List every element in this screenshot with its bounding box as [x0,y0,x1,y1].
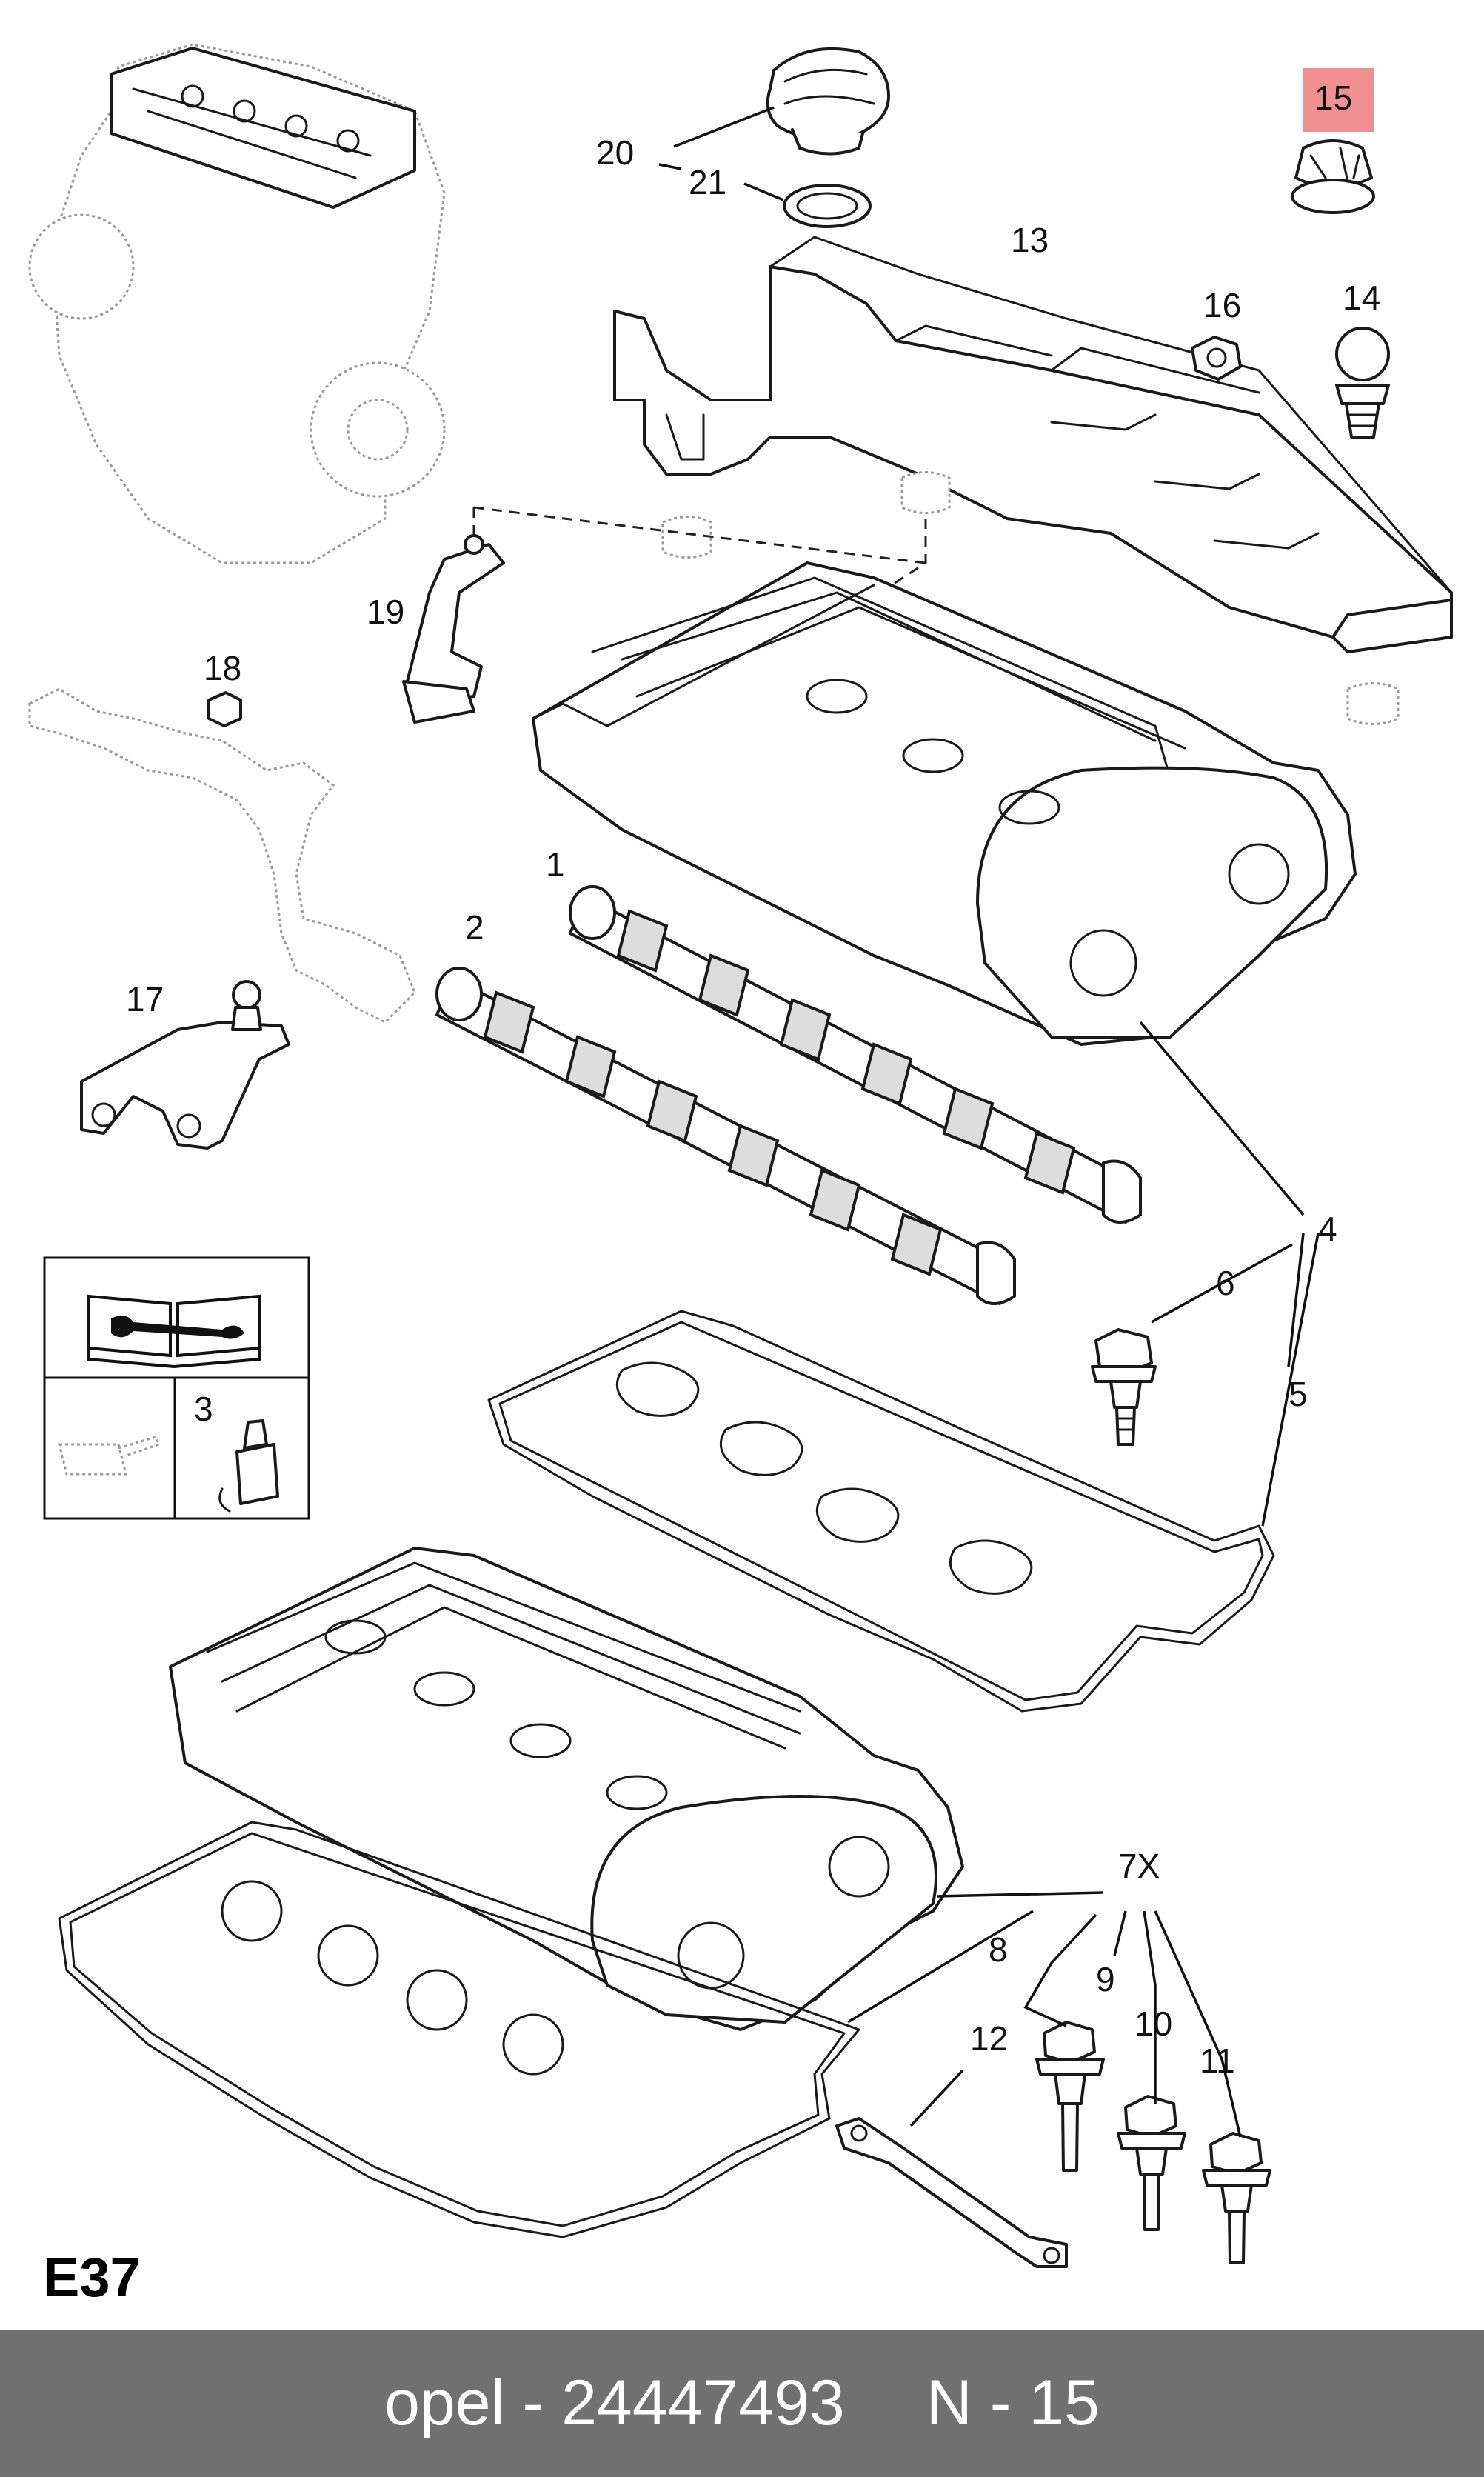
callout-16: 16 [1203,286,1241,324]
sealant-tube-icon [218,1419,279,1513]
callout-21: 21 [689,163,726,201]
cover-gasket-5[interactable] [487,1310,1275,1713]
callout-1: 1 [546,845,565,884]
section-code: E37 [43,2247,141,2308]
callout-11: 11 [1200,2041,1235,2080]
callout-13: 13 [1011,221,1049,259]
nut-18[interactable] [207,691,242,727]
callout-12: 12 [970,2019,1008,2058]
ball-stud-14[interactable] [1335,327,1390,439]
callout-labels: 20 21 15 13 16 14 19 18 1 2 17 4 6 5 7X … [126,79,1380,2080]
bolt-6[interactable] [1091,1328,1157,1446]
callout-15: 15 [1314,79,1352,117]
housing-gasket-8[interactable] [58,1821,860,2238]
bracket-12[interactable] [835,2117,1068,2268]
callout-18: 18 [204,649,241,687]
grommet-15[interactable] [1291,68,1375,214]
oil-filler-cap-20[interactable] [766,47,890,156]
nut-16[interactable] [1191,336,1242,381]
footer-ref-label: N - 15 [926,2367,1100,2438]
bolt-9[interactable] [1035,2021,1105,2172]
callout-5: 5 [1289,1375,1308,1413]
seal-ring-21[interactable] [783,184,872,228]
oil-can-icon [58,1436,161,1476]
camshaft-2[interactable] [435,967,1016,1305]
callout-20: 20 [596,133,634,172]
bracket-17[interactable] [80,980,290,1150]
callout-4: 4 [1318,1210,1337,1248]
footer-brand: opel [384,2367,505,2438]
callout-2: 2 [465,908,484,947]
parts-diagram: 3 [28,43,1453,2308]
callout-8: 8 [989,1930,1008,1969]
bolt-10[interactable] [1117,2095,1186,2231]
callout-9: 9 [1096,1960,1115,1998]
callout-17: 17 [126,980,164,1019]
callout-14: 14 [1343,279,1380,317]
camshaft-housing-upper[interactable] [532,561,1357,1046]
callout-3: 3 [194,1390,213,1428]
callout-7x: 7X [1118,1847,1160,1885]
callout-19: 19 [367,593,404,631]
instruction-panel: 3 [43,1256,310,1520]
repair-manual-icon [87,1294,261,1369]
footer-part-number: 24447493 [561,2367,845,2438]
leader-lines [658,106,1320,2138]
cover-grommet [661,471,1400,725]
callout-6: 6 [1216,1264,1235,1302]
footer-separator: - [522,2367,544,2438]
engine-overview-icon [28,43,446,564]
callout-15-highlight [1303,68,1374,132]
camshaft-1[interactable] [569,885,1142,1224]
sensor-bracket-19[interactable] [402,534,505,724]
bolt-11[interactable] [1202,2132,1271,2264]
footer-bar: opel - 24447493 N - 15 [0,2330,1484,2477]
engine-cover-13[interactable] [613,236,1453,653]
callout-10: 10 [1134,2004,1172,2043]
